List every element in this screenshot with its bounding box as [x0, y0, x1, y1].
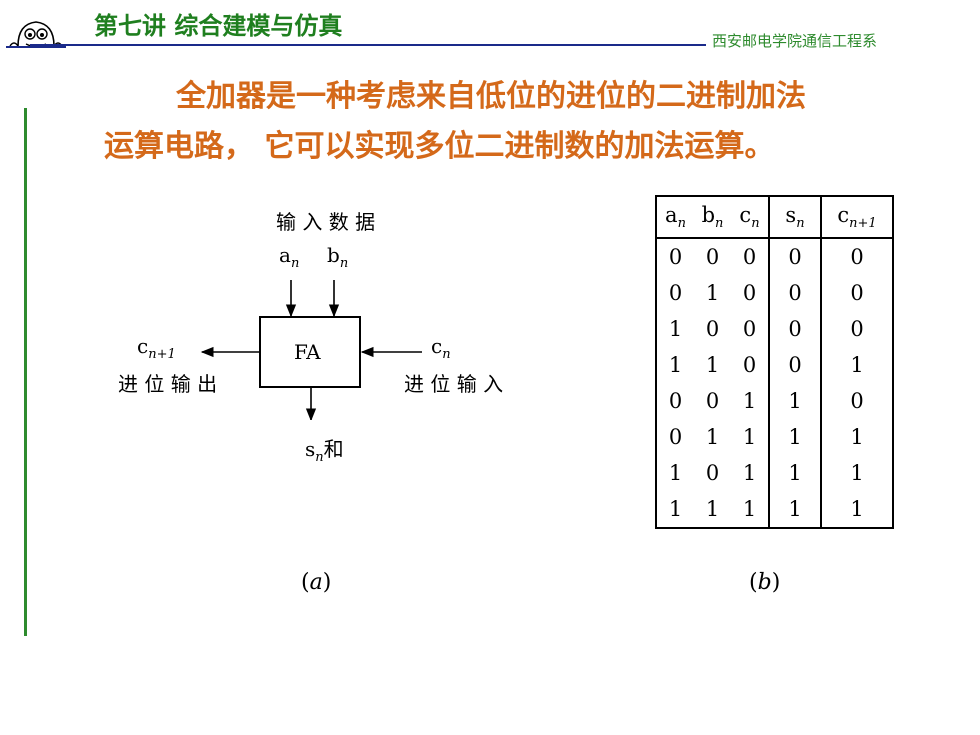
intro-line-1: 全加器是一种考虑来自低位的进位的二进制加法 [176, 79, 806, 114]
header-subtitle: 西安邮电学院通信工程系 [712, 32, 878, 50]
input-b-label: bn [327, 243, 349, 271]
carry-out-symbol: cn+1 [137, 334, 176, 362]
carry-in-label: 进 位 输 入 [404, 372, 504, 396]
carry-out-label: 进 位 输 出 [118, 372, 218, 396]
truth-table-header: an bn cn sn cn+1 [656, 196, 893, 239]
full-adder-diagram [200, 280, 422, 420]
header-bn: bn [694, 196, 731, 239]
input-a-label: an [279, 243, 300, 271]
caption-b: (b) [749, 570, 781, 595]
carry-in-symbol: cn [431, 334, 451, 362]
header-sn: sn [768, 196, 821, 239]
intro-line-2: 运算电路， 它可以实现多位二进制数的加法运算。 [104, 129, 775, 164]
header-cn: cn [731, 196, 769, 239]
header-an: an [656, 196, 694, 239]
caption-a: (a) [301, 570, 332, 595]
input-data-label: 输 入 数 据 [276, 210, 376, 234]
fa-block [259, 316, 361, 388]
fa-label: FA [294, 340, 321, 364]
sum-label: sn和 [305, 437, 344, 465]
header-cn1: cn+1 [820, 196, 893, 239]
intro-paragraph: 全加器是一种考虑来自低位的进位的二进制加法 运算电路， 它可以实现多位二进制数的… [104, 72, 894, 172]
header-rule [30, 44, 706, 46]
left-accent-bar [24, 108, 27, 636]
header-title: 第七讲 综合建模与仿真 [94, 12, 343, 40]
